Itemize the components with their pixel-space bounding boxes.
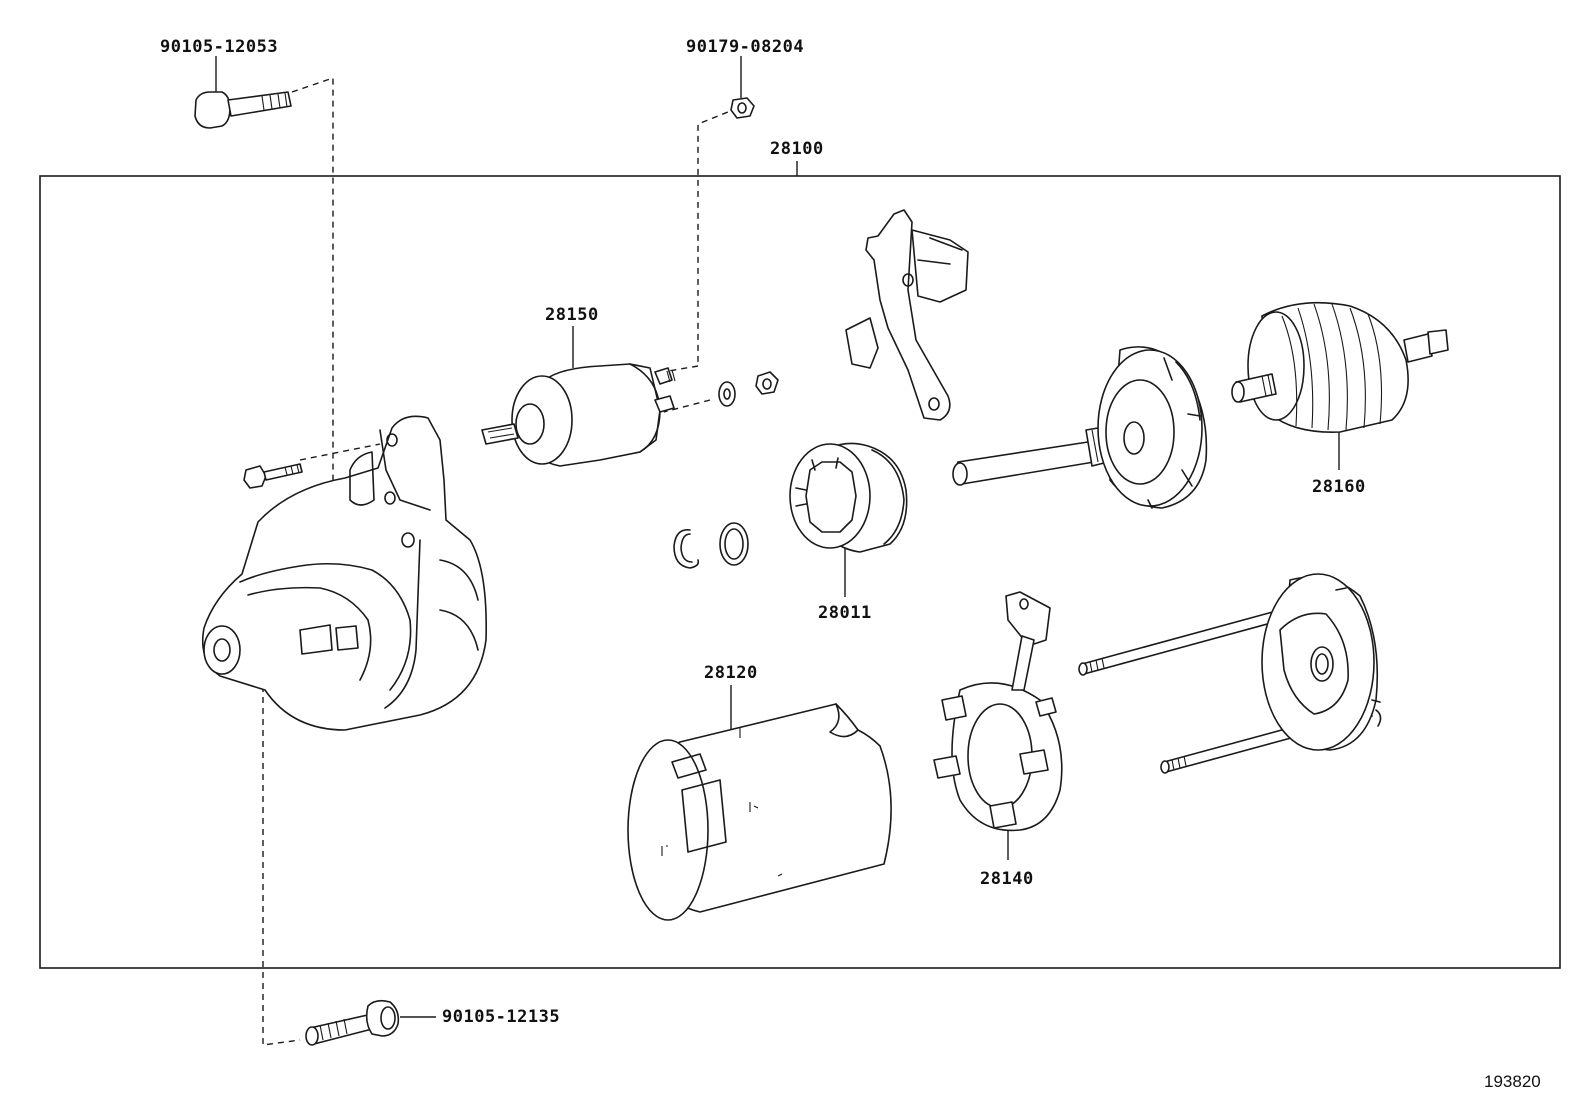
clutch-icon — [789, 442, 908, 553]
end-frame-icon — [1261, 573, 1382, 751]
drive-lever-icon — [845, 209, 969, 421]
nut-top-icon — [730, 97, 755, 119]
diagram-ref-number: 193820 — [1484, 1072, 1541, 1091]
center-bearing-icon — [1097, 346, 1208, 509]
part-label-bolt-bottom: 90105-12135 — [442, 1007, 561, 1027]
part-label-yoke: 28120 — [704, 663, 758, 683]
part-label-clutch: 28011 — [818, 603, 872, 623]
brush-holder-icon — [933, 591, 1063, 832]
part-label-nut-top: 90179-08204 — [686, 37, 805, 57]
small-nut-icon — [755, 371, 779, 395]
small-bolt-icon — [243, 463, 303, 489]
solenoid-icon — [481, 363, 676, 467]
washer-icon — [718, 381, 736, 407]
part-label-solenoid: 28150 — [545, 305, 599, 325]
gear-shaft-icon — [952, 425, 1117, 486]
stop-collar-icon — [719, 522, 749, 566]
assembly-frame — [39, 175, 1561, 969]
snap-ring-icon — [673, 529, 700, 569]
yoke-icon — [627, 703, 892, 921]
part-label-brush-holder: 28140 — [980, 869, 1034, 889]
bolt-bottom-icon — [305, 999, 400, 1046]
leader-lines — [215, 56, 1340, 1018]
armature-icon — [1231, 301, 1449, 433]
part-label-armature: 28160 — [1312, 477, 1366, 497]
drive-housing-icon — [201, 415, 487, 731]
part-label-bolt-top: 90105-12053 — [160, 37, 279, 57]
part-label-starter-assy: 28100 — [770, 139, 824, 159]
bolt-top-icon — [194, 91, 292, 129]
